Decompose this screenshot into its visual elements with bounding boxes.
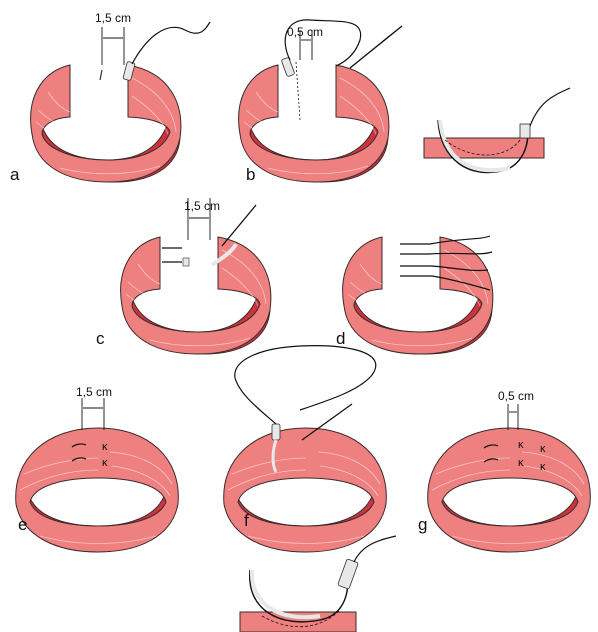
panel-letter: c — [96, 329, 105, 348]
svg-text:ᴋ: ᴋ — [518, 457, 524, 469]
panel-a: 1,5 cm a — [10, 11, 210, 184]
panel-d: d — [336, 236, 493, 354]
measurement-label: 1,5 cm — [95, 11, 131, 25]
svg-text:ᴋ: ᴋ — [540, 443, 546, 455]
measurement-label: 1,5 cm — [76, 385, 112, 399]
measurement-label: 0,5 cm — [287, 25, 323, 39]
suture-thread — [235, 346, 376, 424]
panel-c: 1,5 cm c — [96, 198, 271, 354]
panel-letter: a — [10, 165, 20, 184]
panel-letter: d — [336, 329, 345, 348]
panel-letter: f — [244, 511, 249, 530]
panel-letter: b — [246, 165, 255, 184]
panel-e: ᴋ ᴋ 1,5 cm e — [16, 385, 179, 552]
svg-text:ᴋ: ᴋ — [102, 441, 108, 453]
panel-letter: e — [18, 515, 27, 534]
suture-thread — [132, 22, 210, 64]
panel-b: 0,5 cm b — [239, 20, 402, 184]
panel-f: f — [224, 346, 387, 552]
needle-icon — [272, 424, 280, 440]
measurement-label: 1,5 cm — [184, 199, 220, 213]
needle-cross-section-top — [424, 88, 570, 173]
panel-letter: g — [418, 515, 427, 534]
svg-text:ᴋ: ᴋ — [102, 457, 108, 469]
panel-g: ᴋ ᴋ ᴋ ᴋ 0,5 cm g — [418, 389, 590, 552]
svg-text:ᴋ: ᴋ — [540, 461, 546, 473]
svg-text:ᴋ: ᴋ — [518, 439, 524, 451]
measurement-label: 0,5 cm — [498, 389, 534, 403]
needle-icon — [281, 57, 295, 77]
